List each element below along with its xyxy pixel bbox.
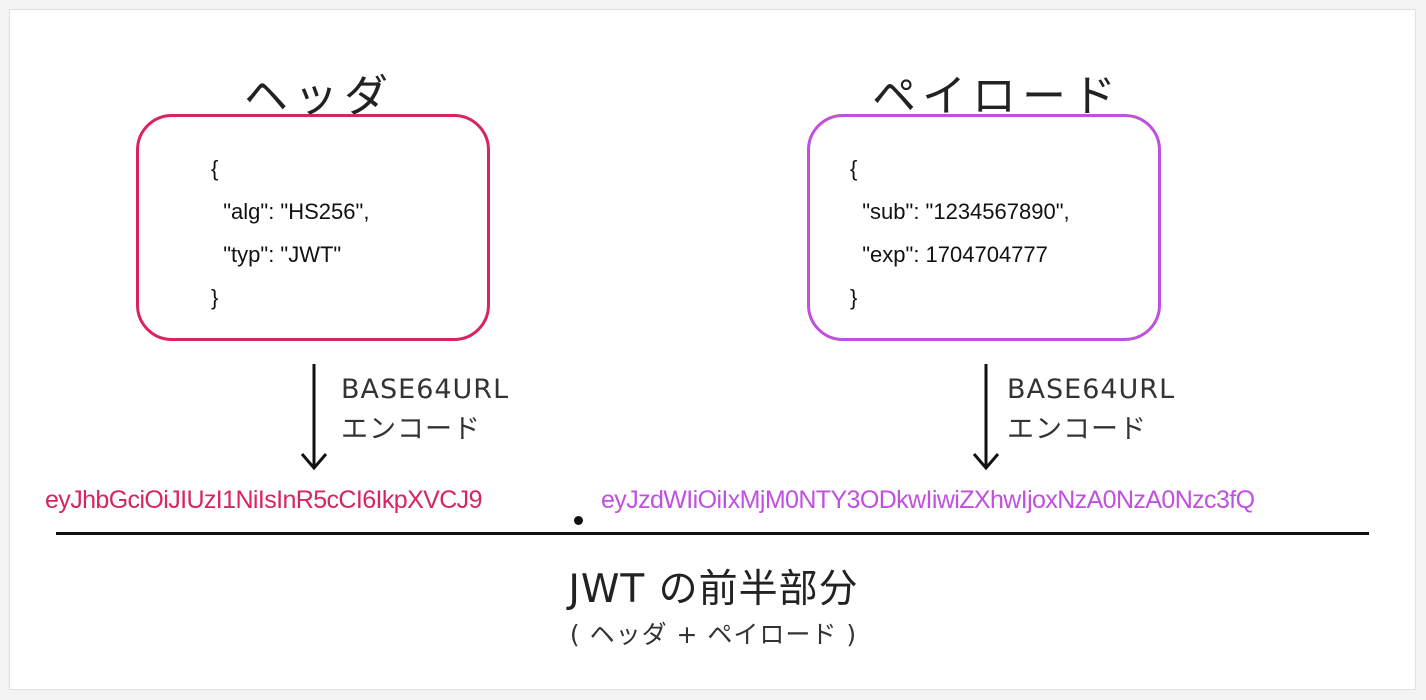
header-encode-line: BASE64URL: [341, 374, 510, 405]
payload-encode-line: BASE64URL: [1007, 374, 1176, 405]
header-json-line: }: [211, 285, 219, 310]
caption-subtitle: ( ヘッダ + ペイロード ): [569, 620, 858, 649]
payload-section-title: ペイロード: [872, 71, 1122, 122]
header-encoded-token: eyJhbGciOiJIUzI1NiIsInR5cCI6IkpXVCJ9: [45, 486, 482, 514]
payload-json-code: { "sub": "1234567890", "exp": 1704704777…: [850, 147, 1070, 319]
payload-encode-line: エンコード: [1007, 414, 1147, 445]
header-json-line: {: [211, 156, 219, 181]
payload-json-line: }: [850, 285, 858, 310]
payload-json-box: { "sub": "1234567890", "exp": 1704704777…: [807, 114, 1161, 341]
header-json-code: { "alg": "HS256", "typ": "JWT"}: [211, 147, 369, 319]
token-underline: [56, 532, 1369, 535]
payload-down-arrow-icon: [972, 364, 1000, 471]
caption-title: JWT の前半部分: [568, 567, 859, 612]
header-down-arrow-icon: [300, 364, 328, 471]
header-encode-line: エンコード: [341, 414, 481, 445]
header-encode-label: BASE64URL エンコード: [341, 370, 509, 450]
header-json-box: { "alg": "HS256", "typ": "JWT"}: [136, 114, 490, 341]
payload-encoded-token: eyJzdWIiOiIxMjM0NTY3ODkwIiwiZXhwIjoxNzA0…: [601, 486, 1255, 514]
header-json-line: "typ": "JWT": [211, 242, 342, 267]
payload-json-line: "exp": 1704704777: [850, 242, 1048, 267]
payload-encode-label: BASE64URL エンコード: [1007, 370, 1175, 450]
separator-dot: [574, 516, 583, 525]
header-section-title: ヘッダ: [244, 71, 394, 122]
jwt-diagram: ヘッダ ペイロード { "alg": "HS256", "typ": "JWT"…: [9, 9, 1416, 690]
payload-json-line: "sub": "1234567890",: [850, 199, 1070, 224]
header-json-line: "alg": "HS256",: [211, 199, 370, 224]
payload-json-line: {: [850, 156, 858, 181]
